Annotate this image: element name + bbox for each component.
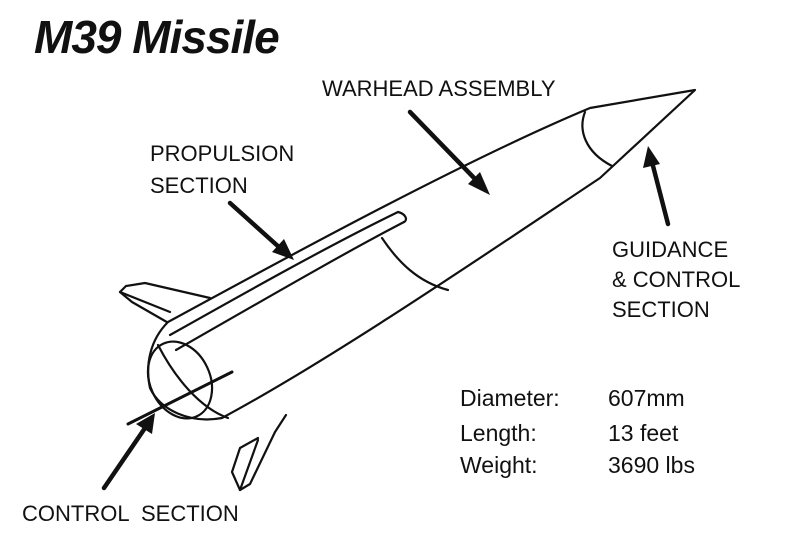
- callout-guidance-line3: SECTION: [612, 297, 710, 322]
- warhead-arrow-shaft: [407, 109, 481, 185]
- spec-length-value: 13 feet: [608, 420, 679, 446]
- callout-warhead-assembly: WARHEAD ASSEMBLY: [322, 76, 556, 101]
- propulsion-rail: [168, 210, 400, 337]
- warhead-arrow-head: [468, 172, 490, 195]
- guidance-seam: [581, 110, 614, 168]
- aft-end-cap: [146, 340, 214, 420]
- page-title: M39 Missile: [34, 11, 280, 63]
- guidance-arrow-head: [643, 146, 660, 168]
- callout-propulsion-line2: SECTION: [150, 173, 248, 198]
- spec-diameter-label: Diameter:: [460, 385, 560, 411]
- callout-guidance-line1: GUIDANCE: [612, 237, 729, 262]
- lower-fin-edge: [238, 438, 260, 492]
- callout-guidance-line2: & CONTROL: [612, 267, 741, 292]
- propulsion-rail-2: [174, 220, 406, 352]
- spec-weight-value: 3690 lbs: [608, 452, 695, 478]
- control-band: [126, 370, 234, 426]
- callout-propulsion-line1: PROPULSION: [150, 141, 295, 166]
- control-arrow-shaft: [101, 425, 148, 491]
- callout-control-section: CONTROL SECTION: [22, 501, 239, 526]
- propulsion-arrow-shaft: [227, 200, 283, 251]
- propulsion-arrow-head: [272, 239, 294, 260]
- spec-diameter-value: 607mm: [608, 385, 685, 411]
- control-arrow-head: [136, 413, 155, 434]
- spec-weight-label: Weight:: [460, 452, 538, 478]
- guidance-arrow-shaft: [649, 159, 671, 227]
- upper-fin-edge: [118, 290, 172, 314]
- rail-end: [396, 210, 408, 224]
- spec-length-label: Length:: [460, 420, 537, 446]
- aft-ring: [156, 343, 230, 420]
- warhead-seam: [380, 236, 450, 292]
